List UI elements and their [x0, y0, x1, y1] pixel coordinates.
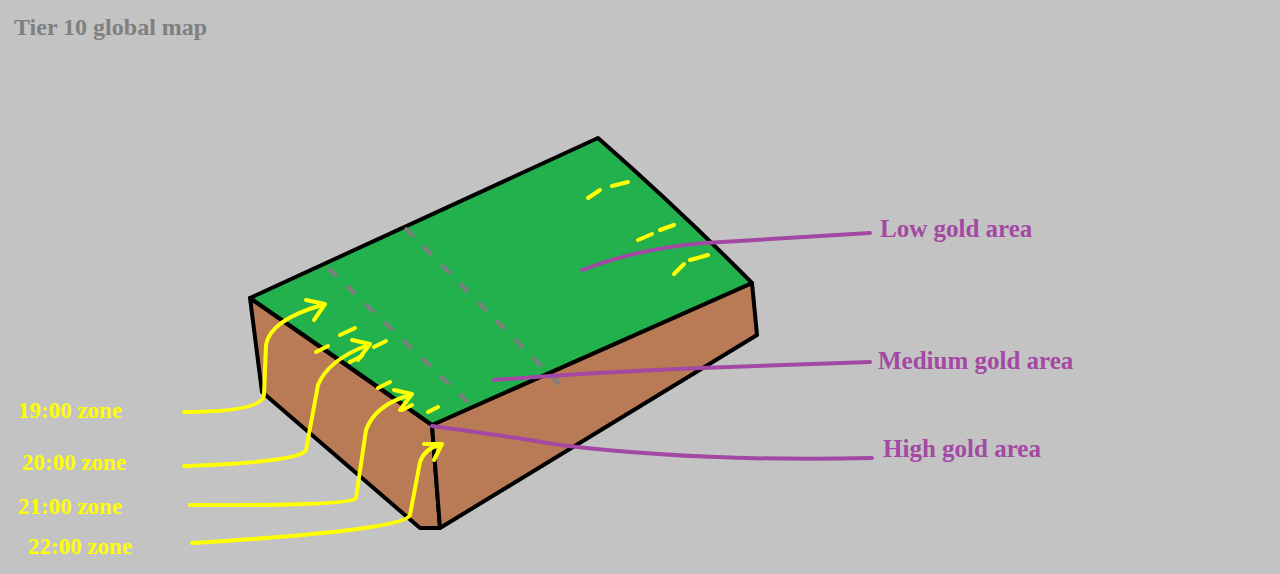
area-label: Medium gold area	[878, 347, 1073, 375]
area-label: High gold area	[883, 435, 1041, 463]
area-boundary	[405, 228, 560, 385]
area-label: Low gold area	[880, 215, 1032, 243]
area-boundary	[328, 268, 478, 412]
map-title: Tier 10 global map	[14, 14, 207, 41]
zone-label: 20:00 zone	[22, 450, 126, 476]
slab-top-face	[250, 138, 752, 425]
zone-arrow	[184, 300, 442, 543]
zone-label: 21:00 zone	[18, 494, 122, 520]
leader-line	[432, 233, 872, 459]
zone-label: 22:00 zone	[28, 534, 132, 560]
zone-label: 19:00 zone	[18, 398, 122, 424]
